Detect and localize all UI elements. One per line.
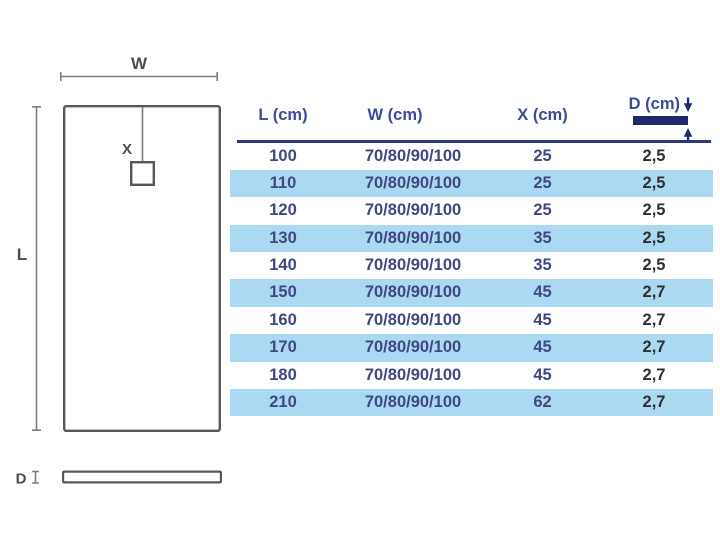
dimension-diagram: W X L D: [16, 54, 223, 488]
dimensions-table: D (cm) L (cm): [230, 90, 713, 420]
cell-x: 45: [533, 310, 552, 329]
cell-l: 130: [269, 228, 297, 247]
table-row: 130 70/80/90/100 35 2,5: [230, 224, 713, 253]
cell-x: 25: [533, 201, 552, 220]
cell-w: 70/80/90/100: [364, 338, 462, 357]
w-label: W: [131, 54, 148, 73]
cell-l: 150: [269, 283, 297, 302]
cell-d: 2,5: [642, 201, 666, 220]
cell-w: 70/80/90/100: [364, 365, 462, 384]
cell-l: 160: [269, 310, 297, 329]
arrow-down-icon: [683, 97, 693, 112]
cell-l: 170: [269, 338, 297, 357]
cell-d: 2,5: [642, 228, 666, 247]
header-l: L (cm): [258, 106, 308, 124]
cell-x: 45: [533, 365, 552, 384]
l-dimension-line: [32, 106, 41, 432]
cell-w: 70/80/90/100: [364, 283, 462, 302]
cell-w: 70/80/90/100: [364, 310, 462, 329]
cell-w: 70/80/90/100: [364, 393, 462, 412]
d-header-label: D (cm): [628, 95, 680, 113]
drain-square: [129, 160, 155, 186]
cell-w: 70/80/90/100: [364, 201, 462, 220]
header-x: X (cm): [517, 106, 568, 124]
d-column-header: D (cm): [629, 95, 693, 143]
cell-l: 180: [269, 365, 297, 384]
cell-d: 2,7: [642, 310, 666, 329]
cell-x: 35: [533, 256, 552, 275]
d-thickness-tick: [32, 470, 39, 484]
cell-w: 70/80/90/100: [364, 173, 462, 192]
table-row: 160 70/80/90/100 45 2,7: [230, 307, 713, 334]
cell-l: 110: [269, 173, 297, 192]
table-row: 110 70/80/90/100 25 2,5: [230, 169, 713, 198]
cell-x: 62: [533, 393, 552, 412]
thickness-bar-icon: [633, 116, 688, 125]
table-row: 100 70/80/90/100 25 2,5: [230, 143, 713, 170]
cell-l: 210: [269, 393, 297, 412]
cell-l: 140: [269, 256, 297, 275]
cell-d: 2,5: [642, 173, 666, 192]
table-row: 150 70/80/90/100 45 2,7: [230, 279, 713, 307]
x-label: X: [122, 141, 132, 158]
cell-d: 2,7: [642, 283, 666, 302]
cell-w: 70/80/90/100: [364, 146, 462, 165]
cell-x: 35: [533, 228, 552, 247]
cell-x: 25: [533, 173, 552, 192]
cell-x: 25: [533, 146, 552, 165]
tray-top-view-rect: [62, 104, 222, 433]
header-rule: [237, 140, 711, 143]
tray-side-view-rect: [61, 470, 223, 484]
table-rows: 100 70/80/90/100 25 2,5 110 70/80/90/100…: [230, 143, 713, 417]
table-row: 180 70/80/90/100 45 2,7: [230, 362, 713, 389]
cell-d: 2,7: [642, 393, 666, 412]
cell-w: 70/80/90/100: [364, 256, 462, 275]
header-w: W (cm): [367, 106, 423, 124]
table-header-row: L (cm) W (cm) X (cm): [230, 102, 713, 129]
cell-x: 45: [533, 283, 552, 302]
cell-d: 2,7: [642, 365, 666, 384]
d-label: D: [16, 471, 27, 488]
cell-l: 100: [269, 146, 297, 165]
table-row: 120 70/80/90/100 25 2,5: [230, 197, 713, 224]
cell-w: 70/80/90/100: [364, 228, 462, 247]
cell-d: 2,7: [642, 338, 666, 357]
cell-d: 2,5: [642, 256, 666, 275]
cell-l: 120: [269, 201, 297, 220]
table-row: 170 70/80/90/100 45 2,7: [230, 334, 713, 362]
table-row: 210 70/80/90/100 62 2,7: [230, 389, 713, 417]
l-label: L: [17, 245, 27, 264]
cell-d: 2,5: [642, 146, 666, 165]
table-row: 140 70/80/90/100 35 2,5: [230, 252, 713, 279]
cell-x: 45: [533, 338, 552, 357]
w-dimension-line: [59, 72, 218, 81]
